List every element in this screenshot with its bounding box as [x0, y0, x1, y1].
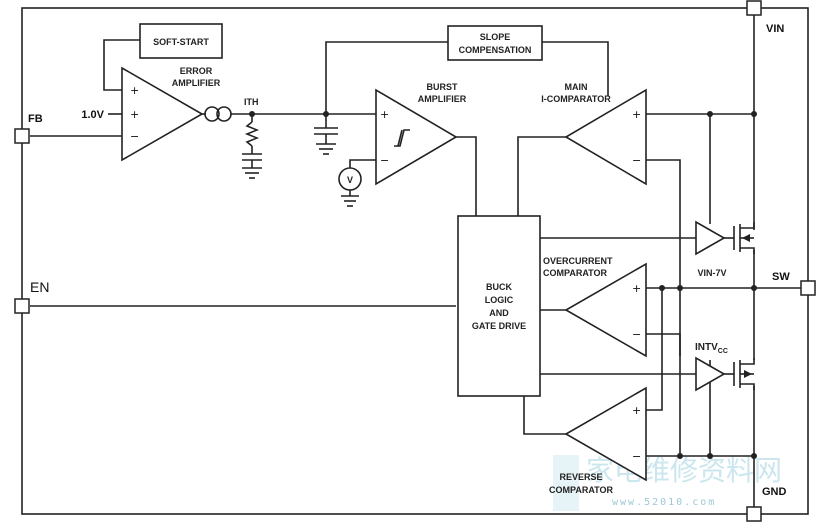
intvcc-subscript: CC [718, 348, 728, 355]
buck-logic-label-4: GATE DRIVE [472, 321, 526, 331]
watermark-logo [553, 455, 579, 511]
low-side-mosfet-icon [733, 358, 755, 390]
svg-text:−: − [632, 154, 641, 167]
ith-label: ITH [244, 97, 259, 107]
en-pin: EN [14, 279, 49, 314]
overcurrent-label-2: COMPARATOR [543, 268, 607, 278]
voltage-source-icon: V [338, 167, 362, 191]
voltage-source-label: V [347, 175, 353, 185]
main-i-comparator: + − MAIN I-COMPARATOR [541, 82, 647, 186]
svg-text:+: + [632, 282, 641, 295]
svg-text:+: + [632, 108, 641, 121]
buck-logic-label-1: BUCK [486, 282, 512, 292]
svg-text:−: − [380, 154, 389, 167]
soft-start-label: SOFT-START [153, 37, 209, 47]
slope-compensation-label-1: SLOPE [480, 32, 511, 42]
intvcc-main: INTV [695, 342, 718, 353]
sw-pin-label: SW [772, 271, 790, 283]
slope-compensation-block: SLOPE COMPENSATION [447, 25, 543, 61]
reverse-label-1: REVERSE [559, 472, 602, 482]
vin-pin: VIN [746, 0, 784, 35]
error-amplifier: + + − ERROR AMPLIFIER [121, 66, 221, 162]
buck-logic-label-3: AND [489, 308, 509, 318]
main-comparator-label-1: MAIN [565, 82, 588, 92]
overcurrent-comparator: + − OVERCURRENT COMPARATOR [543, 256, 647, 358]
reference-voltage-label: 1.0V [81, 109, 104, 121]
high-side-driver: VIN-7V [695, 220, 734, 278]
main-comparator-label-2: I-COMPARATOR [541, 94, 611, 104]
junction-dots [249, 111, 757, 459]
error-amplifier-label-1: ERROR [180, 66, 213, 76]
vin-pin-label: VIN [766, 23, 784, 35]
fb-pin: FB [14, 113, 43, 144]
intvcc-label: INTVCC [695, 342, 728, 355]
wires [30, 8, 808, 514]
svg-text:+: + [632, 404, 641, 417]
svg-text:+: + [380, 108, 389, 121]
burst-amplifier-label-2: AMPLIFIER [418, 94, 467, 104]
reverse-label-2: COMPARATOR [549, 485, 613, 495]
fb-pin-label: FB [28, 113, 43, 125]
high-side-mosfet-icon [733, 222, 755, 254]
buck-logic-block: BUCK LOGIC AND GATE DRIVE [457, 215, 541, 397]
low-side-driver: INTVCC [695, 342, 734, 392]
reverse-comparator: + − REVERSE COMPARATOR [549, 386, 647, 495]
watermark: 家电维修资料网 www.52010.com [553, 454, 782, 511]
svg-text:+: + [130, 108, 139, 121]
error-amplifier-label-2: AMPLIFIER [172, 78, 221, 88]
ic-outline [21, 7, 809, 515]
sw-pin: SW [772, 271, 816, 296]
svg-text:−: − [632, 328, 641, 341]
svg-text:−: − [130, 130, 139, 143]
hysteresis-icon [394, 129, 410, 147]
burst-amplifier-label-1: BURST [427, 82, 459, 92]
transconductance-icon [204, 106, 232, 122]
svg-text:−: − [632, 450, 641, 463]
gnd-pin: GND [746, 486, 787, 522]
soft-start-block: SOFT-START [139, 23, 223, 59]
svg-text:+: + [130, 84, 139, 97]
slope-compensation-label-2: COMPENSATION [459, 45, 532, 55]
buck-logic-label-2: LOGIC [485, 295, 514, 305]
en-pin-label: EN [30, 279, 49, 295]
watermark-url: www.52010.com [612, 497, 716, 508]
overcurrent-label-1: OVERCURRENT [543, 256, 613, 266]
vin-7v-label: VIN-7V [697, 268, 726, 278]
gnd-pin-label: GND [762, 486, 787, 498]
burst-amplifier: + − BURST AMPLIFIER [375, 82, 467, 186]
